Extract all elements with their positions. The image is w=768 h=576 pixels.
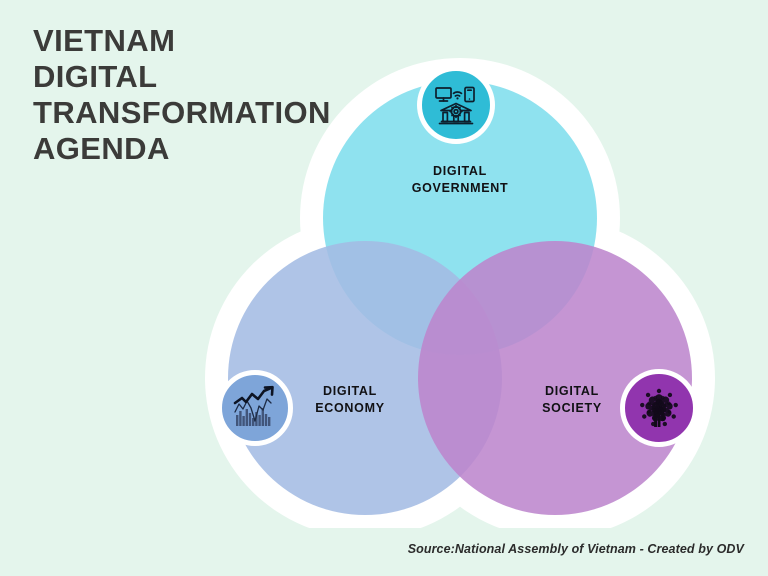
- page-title: VIETNAM DIGITAL TRANSFORMATION AGENDA: [33, 23, 363, 167]
- badge-digital-society: [620, 369, 698, 447]
- badge-digital-government: [417, 66, 495, 144]
- venn-diagram: DIGITAL GOVERNMENT DIGITAL ECONOMY DIGIT…: [190, 28, 730, 528]
- badge-digital-economy: [217, 370, 293, 446]
- people-group-icon: [634, 383, 684, 433]
- source-attribution: Source:National Assembly of Vietnam - Cr…: [407, 542, 744, 556]
- government-building-digital-icon: [432, 81, 480, 129]
- venn-lobes: [228, 81, 692, 515]
- venn-svg: [205, 58, 715, 528]
- growth-chart-icon: [231, 385, 279, 431]
- title-line-1: VIETNAM: [33, 23, 176, 58]
- title-line-3: TRANSFORMATION: [33, 95, 331, 130]
- venn-circle-digital-economy: [228, 241, 502, 515]
- title-line-2: DIGITAL: [33, 59, 158, 94]
- title-line-4: AGENDA: [33, 131, 170, 166]
- venn-circle-digital-society: [418, 241, 692, 515]
